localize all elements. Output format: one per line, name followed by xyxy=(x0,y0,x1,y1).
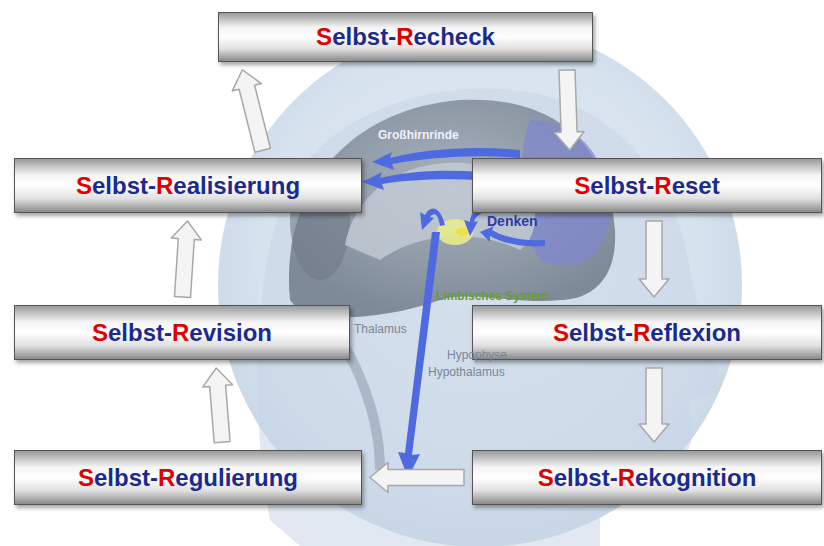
box-title: Selbst-Regulierung xyxy=(78,464,298,492)
cycle-arrow xyxy=(203,368,233,443)
cycle-arrow xyxy=(232,70,270,152)
box-title: Selbst-Reflexion xyxy=(553,319,741,347)
cycle-box: Selbst-Rekognition xyxy=(472,450,822,505)
cycle-arrow xyxy=(370,463,464,493)
brain-region-label: Hypophyse xyxy=(447,348,507,362)
cycle-box: Selbst-Recheck xyxy=(218,12,593,62)
brain-region-label: Hypothalamus xyxy=(428,365,505,379)
cycle-arrow xyxy=(639,368,669,442)
brain-region-label: Großhirnrinde xyxy=(378,128,459,142)
brain-region-label: Limbisches System xyxy=(436,289,548,303)
cycle-box: Selbst-Reset xyxy=(472,158,822,213)
brain-region-label: Thalamus xyxy=(354,322,407,336)
box-title: Selbst-Rekognition xyxy=(538,464,757,492)
box-title: Selbst-Revision xyxy=(92,319,272,347)
cycle-arrow xyxy=(171,221,201,298)
cycle-arrow xyxy=(554,70,584,150)
cycle-arrow xyxy=(639,221,669,297)
cycle-box: Selbst-Reflexion xyxy=(472,305,822,360)
box-title: Selbst-Recheck xyxy=(316,23,495,51)
box-title: Selbst-Realisierung xyxy=(76,172,300,200)
cycle-box: Selbst-Regulierung xyxy=(14,450,362,505)
box-title: Selbst-Reset xyxy=(574,172,719,200)
cycle-box: Selbst-Realisierung xyxy=(14,158,362,213)
brain-region-label: Denken xyxy=(487,213,538,229)
hypophysis-dot xyxy=(456,228,468,236)
cycle-box: Selbst-Revision xyxy=(14,305,350,360)
